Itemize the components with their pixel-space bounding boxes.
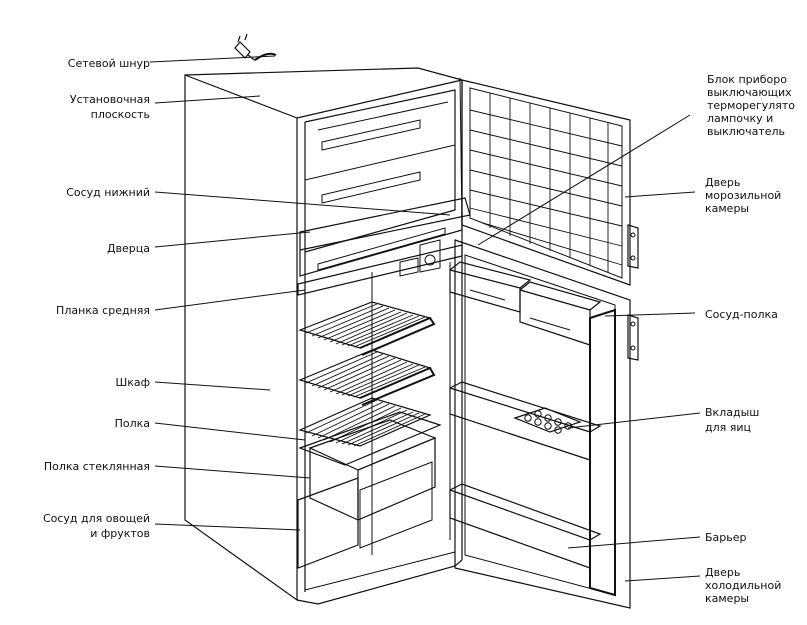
label-freezer-door-line1: Дверь (705, 176, 740, 189)
thermostat-block (399, 239, 441, 277)
label-device-block-line3: терморегулято (707, 99, 795, 112)
label-small-door: Дверца (107, 242, 150, 255)
fridge-door (454, 239, 639, 609)
wire-shelf-lower (298, 397, 432, 447)
wire-shelf-upper (298, 301, 436, 356)
freezer-door (459, 77, 639, 286)
door-bins (449, 261, 602, 346)
label-freezer-door-line2: морозильной (705, 189, 781, 202)
label-barrier: Барьер (705, 531, 747, 544)
label-install-plane-line1: Установочная (70, 93, 150, 106)
labels-right: Блок приборо выключающих терморегулято л… (705, 73, 795, 605)
label-install-plane-line2: плоскость (91, 108, 150, 121)
label-egg-insert-line1: Вкладыш (705, 406, 759, 419)
label-vessel-shelf: Сосуд-полка (705, 308, 778, 321)
label-device-block-line4: лампочку и (707, 112, 773, 125)
label-device-block-line1: Блок приборо (707, 73, 787, 86)
glass-shelf (298, 411, 442, 466)
door-shelf-middle (449, 381, 602, 461)
wire-shelf-middle (298, 349, 436, 406)
label-vegetable-vessel-line1: Сосуд для овощей (43, 512, 150, 525)
fridge-interior (371, 262, 451, 555)
label-egg-insert-line2: для яиц (705, 421, 751, 434)
door-barrier (449, 483, 602, 569)
label-cabinet: Шкаф (115, 376, 150, 389)
label-fridge-door-line2: холодильной (705, 579, 781, 592)
labels-left: Сетевой шнур Установочная плоскость Сосу… (43, 57, 150, 540)
label-shelf: Полка (115, 417, 150, 430)
crisper-drawers (297, 419, 437, 569)
label-middle-bar: Планка средняя (56, 304, 150, 317)
power-cord (234, 33, 277, 61)
freezer-compartment (304, 89, 456, 253)
label-vegetable-vessel-line2: и фруктов (90, 527, 150, 540)
label-glass-shelf: Полка стеклянная (44, 460, 150, 473)
leader-lines (149, 55, 701, 582)
label-fridge-door-line3: камеры (705, 592, 749, 605)
egg-tray (513, 407, 582, 434)
label-device-block-line2: выключающих (707, 86, 792, 99)
label-fridge-door-line1: Дверь (705, 566, 740, 579)
label-power-cord: Сетевой шнур (68, 57, 150, 70)
label-lower-vessel: Сосуд нижний (66, 186, 150, 199)
label-device-block-line5: выключатель (707, 125, 785, 138)
label-freezer-door-line3: камеры (705, 202, 749, 215)
